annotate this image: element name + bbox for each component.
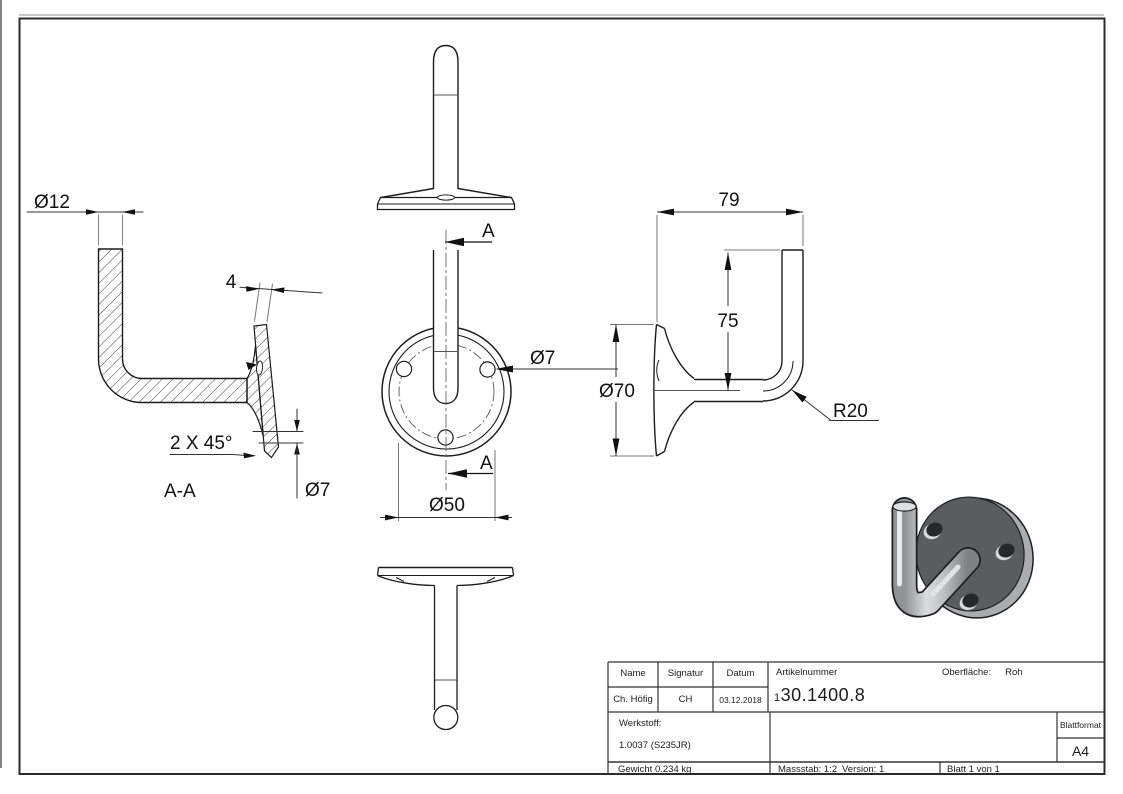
artikelnummer-value: 130.1400.8 bbox=[774, 685, 866, 705]
dim-chamfer: 2 X 45° bbox=[170, 433, 233, 454]
side-view: 79 75 Ø70 R20 bbox=[596, 190, 879, 457]
dim-plate-diameter: Ø70 bbox=[599, 381, 635, 402]
bracket-section-body bbox=[97, 248, 248, 404]
gewicht-value: Gewicht 0.234 kg bbox=[618, 764, 692, 775]
blattformat-value: A4 bbox=[1071, 743, 1090, 759]
dim-bolt-circle: Ø50 bbox=[429, 495, 465, 516]
version-value: Version: 1 bbox=[842, 764, 885, 775]
dim-plate-thickness: 4 bbox=[226, 272, 237, 293]
oberflaeche-field: Oberfläche: Roh bbox=[942, 667, 1023, 678]
plate-hole-edge bbox=[255, 360, 264, 376]
blattformat-label: Blattformat bbox=[1059, 720, 1102, 730]
plate-section-strip bbox=[253, 323, 280, 459]
oberflaeche-label: Oberfläche: bbox=[942, 667, 992, 678]
dim-hole-small: Ø7 bbox=[305, 480, 330, 501]
dim-height: 75 bbox=[717, 311, 738, 332]
datum-column-header: Datum bbox=[726, 668, 755, 679]
werkstoff-value: 1.0037 (S235JR) bbox=[619, 740, 691, 751]
iso-3d-view bbox=[891, 496, 1034, 619]
front-view: Ø7 Ø50 A bbox=[380, 230, 618, 521]
drawing-frame bbox=[18, 17, 1106, 775]
dim-width: 79 bbox=[718, 190, 739, 211]
artikelnummer-label: Artikelnummer bbox=[776, 667, 838, 678]
dim-bend-radius: R20 bbox=[833, 401, 868, 422]
section-view-a-a: Ø12 4 2 X 45° Ø7 A-A bbox=[26, 192, 330, 502]
hole-arrowhead bbox=[246, 362, 257, 370]
section-arrow-top-label: A bbox=[482, 221, 495, 242]
dim-rod-diameter: Ø12 bbox=[34, 192, 70, 213]
section-arrow-top: A bbox=[445, 221, 495, 247]
plate-holes-3d bbox=[923, 522, 1015, 611]
bottom-view bbox=[376, 566, 515, 731]
rod-top-cap bbox=[892, 501, 917, 512]
section-view-label: A-A bbox=[164, 481, 196, 502]
top-view bbox=[376, 44, 516, 211]
signatur-value: CH bbox=[678, 694, 693, 705]
blatt-value: Blatt 1 von 1 bbox=[947, 764, 1000, 775]
datum-value: 03.12.2018 bbox=[719, 695, 762, 705]
section-arrow-bottom-label: A bbox=[480, 453, 493, 474]
signatur-column-header: Signatur bbox=[667, 668, 704, 679]
oberflaeche-value: Roh bbox=[1005, 667, 1023, 678]
werkstoff-label: Werkstoff: bbox=[619, 718, 662, 729]
name-value: Ch. Höfig bbox=[613, 694, 653, 705]
title-block-grid bbox=[607, 661, 1104, 774]
massstab-value: Massstab: 1:2 bbox=[778, 764, 838, 775]
name-column-header: Name bbox=[620, 668, 646, 679]
dim-hole-callout: Ø7 bbox=[530, 348, 555, 369]
